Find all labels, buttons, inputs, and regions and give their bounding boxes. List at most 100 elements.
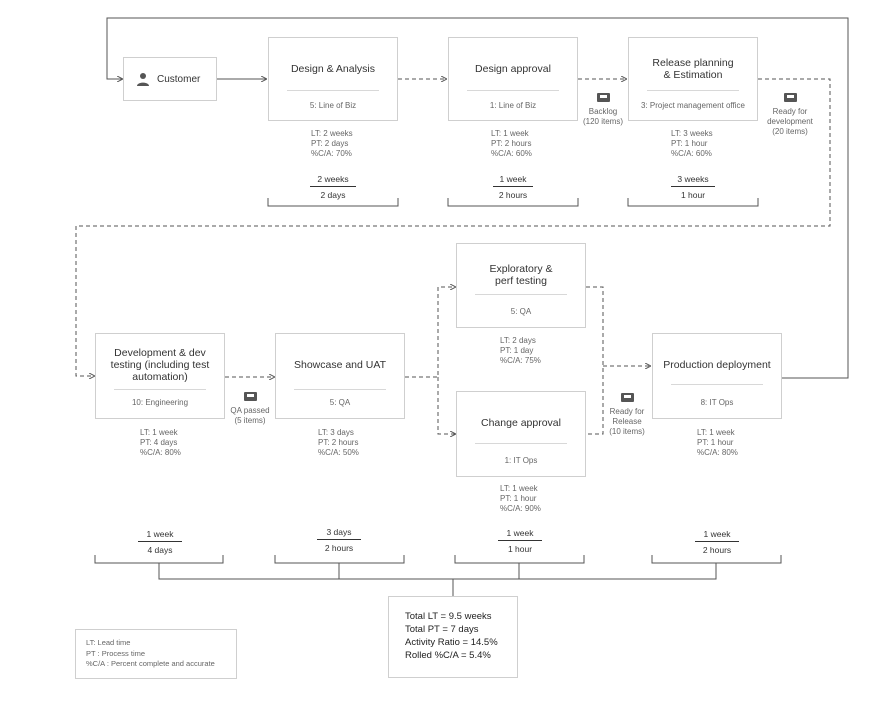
divider bbox=[647, 90, 739, 91]
step-title-line2: & Estimation bbox=[663, 69, 723, 81]
showcase-timing: 3 days 2 hours bbox=[299, 527, 379, 553]
step-owner: 10: Engineering bbox=[131, 398, 189, 407]
step-title: Design & Analysis bbox=[290, 63, 376, 75]
queue-count: (20 items) bbox=[772, 127, 808, 136]
exploratory-box: Exploratory & perf testing 5: QA bbox=[456, 243, 586, 328]
process-time: PT: 2 hours bbox=[491, 139, 532, 148]
development-box: Development & dev testing (including tes… bbox=[95, 333, 225, 419]
divider bbox=[114, 389, 206, 390]
step-owner: 3: Project management office bbox=[641, 101, 745, 110]
step-owner: 5: QA bbox=[329, 398, 351, 407]
step-owner: 8: IT Ops bbox=[700, 398, 734, 407]
bracket-design-approval bbox=[447, 198, 579, 207]
showcase-box: Showcase and UAT 5: QA bbox=[275, 333, 405, 419]
divider bbox=[475, 294, 567, 295]
step-title-line3: automation) bbox=[132, 371, 188, 383]
exploratory-metrics: LT: 2 days PT: 1 day %C/A: 75% bbox=[500, 336, 541, 366]
timing-process: 4 days bbox=[147, 545, 173, 555]
divider bbox=[287, 90, 379, 91]
step-title: Change approval bbox=[481, 417, 561, 429]
process-time: PT: 1 hour bbox=[500, 494, 537, 503]
inbox-icon bbox=[620, 393, 634, 402]
totals-tree bbox=[158, 563, 717, 596]
divider bbox=[467, 90, 559, 91]
queue-count: (120 items) bbox=[582, 117, 623, 126]
step-title-line2: testing (including test bbox=[110, 359, 210, 371]
step-title-line1: Development & dev bbox=[114, 347, 206, 359]
lead-time: LT: 3 weeks bbox=[671, 129, 713, 138]
change-approval-box: Change approval 1: IT Ops bbox=[456, 391, 586, 477]
production-timing: 1 week 2 hours bbox=[677, 529, 757, 555]
totals-box: Total LT = 9.5 weeks Total PT = 7 days A… bbox=[388, 596, 518, 678]
lead-time: LT: 1 week bbox=[697, 428, 735, 437]
queue-label-2: development bbox=[767, 117, 813, 126]
lead-time: LT: 1 week bbox=[140, 428, 178, 437]
feedback-loop-line bbox=[106, 17, 849, 379]
percent-complete: %C/A: 60% bbox=[671, 149, 712, 158]
queue-count: (5 items) bbox=[234, 416, 266, 425]
timing-lead: 2 weeks bbox=[310, 174, 356, 187]
production-metrics: LT: 1 week PT: 1 hour %C/A: 80% bbox=[697, 428, 738, 458]
timing-process: 1 hour bbox=[507, 544, 533, 554]
inbox-icon bbox=[783, 93, 797, 102]
percent-complete: %C/A: 80% bbox=[140, 448, 181, 457]
ready-for-release-queue: Ready for Release (10 items) bbox=[604, 393, 650, 437]
timing-lead: 1 week bbox=[138, 529, 182, 542]
queue-label: Backlog bbox=[588, 107, 618, 116]
legend-lead-time: LT: Lead time bbox=[86, 638, 131, 647]
divider bbox=[475, 443, 567, 444]
total-lead-time: Total LT = 9.5 weeks bbox=[405, 611, 492, 622]
timing-lead: 1 week bbox=[493, 174, 533, 187]
queue-label: QA passed bbox=[230, 406, 270, 415]
total-process-time: Total PT = 7 days bbox=[405, 624, 479, 635]
timing-process: 2 hours bbox=[324, 543, 354, 553]
legend-process-time: PT : Process time bbox=[86, 648, 146, 658]
arrow-showcase-to-change bbox=[437, 377, 455, 434]
development-timing: 1 week 4 days bbox=[120, 529, 200, 555]
showcase-metrics: LT: 3 days PT: 2 hours %C/A: 50% bbox=[318, 428, 359, 458]
percent-complete: %C/A: 60% bbox=[491, 149, 532, 158]
development-metrics: LT: 1 week PT: 4 days %C/A: 80% bbox=[140, 428, 181, 458]
change-approval-metrics: LT: 1 week PT: 1 hour %C/A: 90% bbox=[500, 484, 541, 514]
step-owner: 5: QA bbox=[510, 307, 532, 316]
step-owner: 1: Line of Biz bbox=[489, 101, 537, 110]
design-approval-metrics: LT: 1 week PT: 2 hours %C/A: 60% bbox=[491, 129, 532, 159]
legend-box: LT: Lead time PT : Process time %C/A : P… bbox=[75, 629, 237, 679]
step-owner: 5: Line of Biz bbox=[309, 101, 357, 110]
bracket-production bbox=[651, 555, 782, 564]
process-time: PT: 4 days bbox=[140, 438, 178, 447]
bracket-design-analysis bbox=[267, 198, 399, 207]
queue-label-2: Release bbox=[612, 417, 642, 426]
design-approval-timing: 1 week 2 hours bbox=[473, 174, 553, 200]
percent-complete: %C/A: 75% bbox=[500, 356, 541, 365]
process-time: PT: 2 days bbox=[311, 139, 349, 148]
process-time: PT: 1 hour bbox=[671, 139, 708, 148]
design-analysis-timing: 2 weeks 2 days bbox=[293, 174, 373, 200]
queue-label: Ready for bbox=[772, 107, 808, 116]
person-icon bbox=[137, 73, 149, 86]
timing-lead: 3 weeks bbox=[671, 174, 715, 187]
step-title-line1: Exploratory & bbox=[489, 263, 553, 275]
release-planning-timing: 3 weeks 1 hour bbox=[653, 174, 733, 200]
timing-process: 2 hours bbox=[702, 545, 732, 555]
inbox-icon bbox=[596, 93, 610, 102]
arrow-join-to-production bbox=[586, 286, 604, 435]
production-box: Production deployment 8: IT Ops bbox=[652, 333, 782, 419]
timing-process: 2 days bbox=[320, 190, 346, 200]
activity-ratio: Activity Ratio = 14.5% bbox=[405, 637, 498, 648]
lead-time: LT: 2 days bbox=[500, 336, 536, 345]
customer-box bbox=[123, 57, 217, 101]
bracket-development bbox=[94, 555, 224, 564]
arrow-planning-to-development bbox=[75, 78, 831, 376]
percent-complete: %C/A: 50% bbox=[318, 448, 359, 457]
release-planning-box: Release planning & Estimation 3: Project… bbox=[628, 37, 758, 121]
qa-passed-queue: QA passed (5 items) bbox=[225, 392, 275, 426]
queue-count: (10 items) bbox=[609, 427, 645, 436]
divider bbox=[294, 389, 386, 390]
process-time: PT: 1 day bbox=[500, 346, 534, 355]
step-title: Production deployment bbox=[663, 359, 771, 371]
lead-time: LT: 2 weeks bbox=[311, 129, 353, 138]
timing-lead: 3 days bbox=[317, 527, 361, 540]
lead-time: LT: 3 days bbox=[318, 428, 354, 437]
